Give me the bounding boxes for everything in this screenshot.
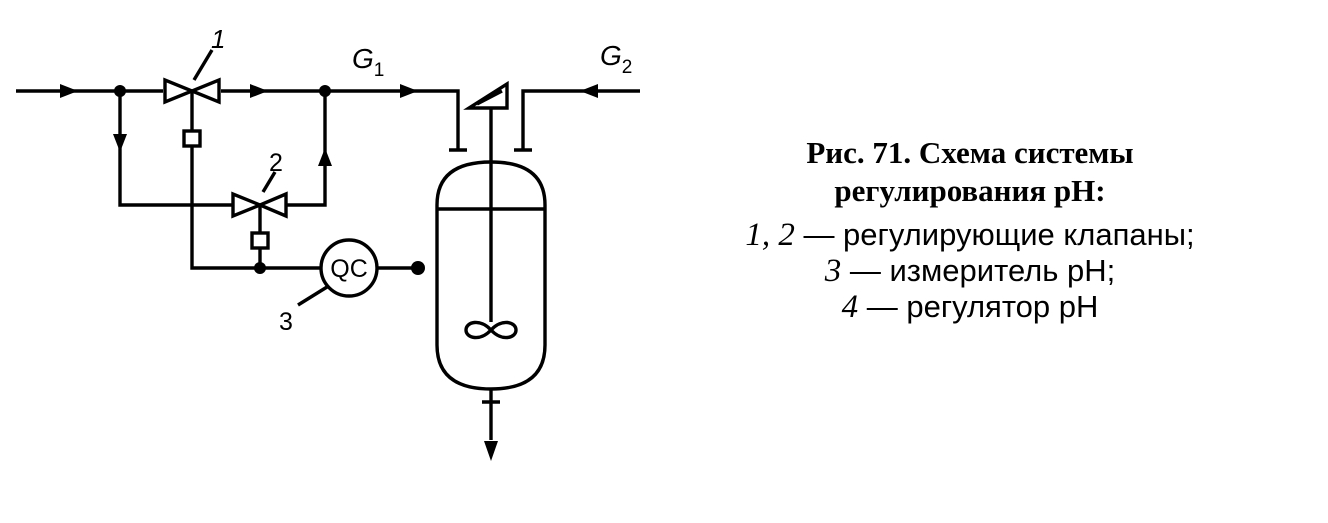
stirrer-propeller-icon (464, 320, 518, 340)
leader-line (261, 171, 277, 193)
main-inlet-pipe (16, 89, 460, 150)
ph-controller: QC (319, 238, 379, 298)
leader-line (192, 49, 214, 81)
legend-item: 4 — регулятор pH (841, 289, 1099, 325)
sensor-dot (411, 261, 425, 275)
flow-arrow-down (484, 441, 498, 461)
caption-title: Рис. 71. Схема системы регулирования pH: (660, 134, 1280, 210)
caption-legend: 1, 2 — регулирующие клапаны; 3 — измерит… (660, 217, 1280, 325)
control-valve-2 (231, 191, 288, 250)
leader-line (297, 285, 328, 307)
flow-arrow-left (580, 84, 598, 98)
controller-label: QC (330, 255, 368, 283)
flow-arrow-up (318, 148, 332, 166)
control-valve-1 (163, 77, 221, 148)
caption-title-line2: регулирования pH: (834, 173, 1106, 208)
figure-caption: Рис. 71. Схема системы регулирования pH:… (660, 134, 1280, 325)
flow-arrow (400, 84, 418, 98)
ph-control-scheme: 1 2 QC 3 G1 G2 (16, 24, 640, 461)
g2-inlet-pipe (521, 89, 640, 150)
caption-title-line1: Рис. 71. Схема системы (806, 135, 1134, 170)
flow-arrow (60, 84, 78, 98)
flow-arrow (250, 84, 268, 98)
flow-g1-label: G1 (352, 43, 384, 81)
bypass-pipe (118, 91, 327, 207)
stirrer-motor-icon (463, 80, 509, 110)
meter-label: 3 (279, 308, 293, 336)
flow-g2-label: G2 (600, 40, 632, 78)
legend-item: 3 — измеритель pH; (824, 253, 1116, 289)
valve-2-label: 2 (269, 149, 283, 177)
legend-item: 1, 2 — регулирующие клапаны; (745, 217, 1195, 253)
valve-1-label: 1 (211, 24, 225, 54)
flow-arrow-down (113, 134, 127, 152)
junction-dot (254, 262, 266, 274)
